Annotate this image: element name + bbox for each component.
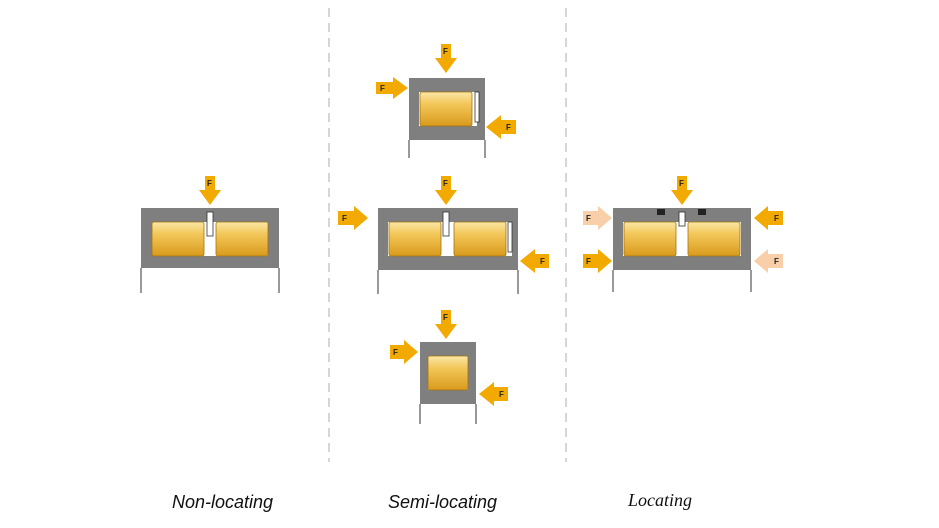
force-label: F (393, 348, 398, 357)
force-label: F (679, 179, 684, 188)
force-arrow-right: F (390, 340, 418, 364)
force-label: F (443, 313, 448, 322)
force-label: F (774, 214, 779, 223)
caption-locating: Locating (628, 490, 693, 510)
caption-semi-locating: Semi-locating (388, 492, 498, 512)
force-label: F (586, 257, 591, 266)
force-label: F (207, 179, 212, 188)
force-arrow-down: F (435, 44, 457, 73)
force-arrow-right: F (583, 249, 612, 273)
force-label: F (443, 47, 448, 56)
force-arrow-down: F (435, 176, 457, 205)
force-arrow-down: F (671, 176, 693, 205)
force-arrow-left: F (520, 249, 549, 273)
caption-non-locating: Non-locating (172, 492, 274, 512)
force-arrow-down: F (435, 310, 457, 339)
locating-bearing (612, 208, 752, 292)
force-arrow-right: F (376, 77, 408, 99)
semi-locating-bearing-top (408, 78, 486, 158)
non-locating-bearing (140, 208, 280, 293)
force-arrow-left: F (486, 115, 516, 139)
semi-locating-bearing-bottom (419, 342, 477, 424)
force-label: F (499, 390, 504, 399)
semi-locating-bearing-double (377, 208, 519, 294)
force-arrow-left: F (479, 382, 508, 406)
force-arrow-right-faded: F (583, 206, 612, 230)
force-label: F (586, 214, 591, 223)
force-label: F (540, 257, 545, 266)
force-label: F (443, 179, 448, 188)
force-arrow-left: F (754, 206, 783, 230)
force-label: F (506, 123, 511, 132)
force-label: F (342, 214, 347, 223)
force-label: F (380, 84, 385, 93)
force-arrow-left-faded: F (754, 249, 783, 273)
force-arrow-down: F (199, 176, 221, 205)
force-label: F (774, 257, 779, 266)
force-arrow-right: F (338, 206, 368, 230)
